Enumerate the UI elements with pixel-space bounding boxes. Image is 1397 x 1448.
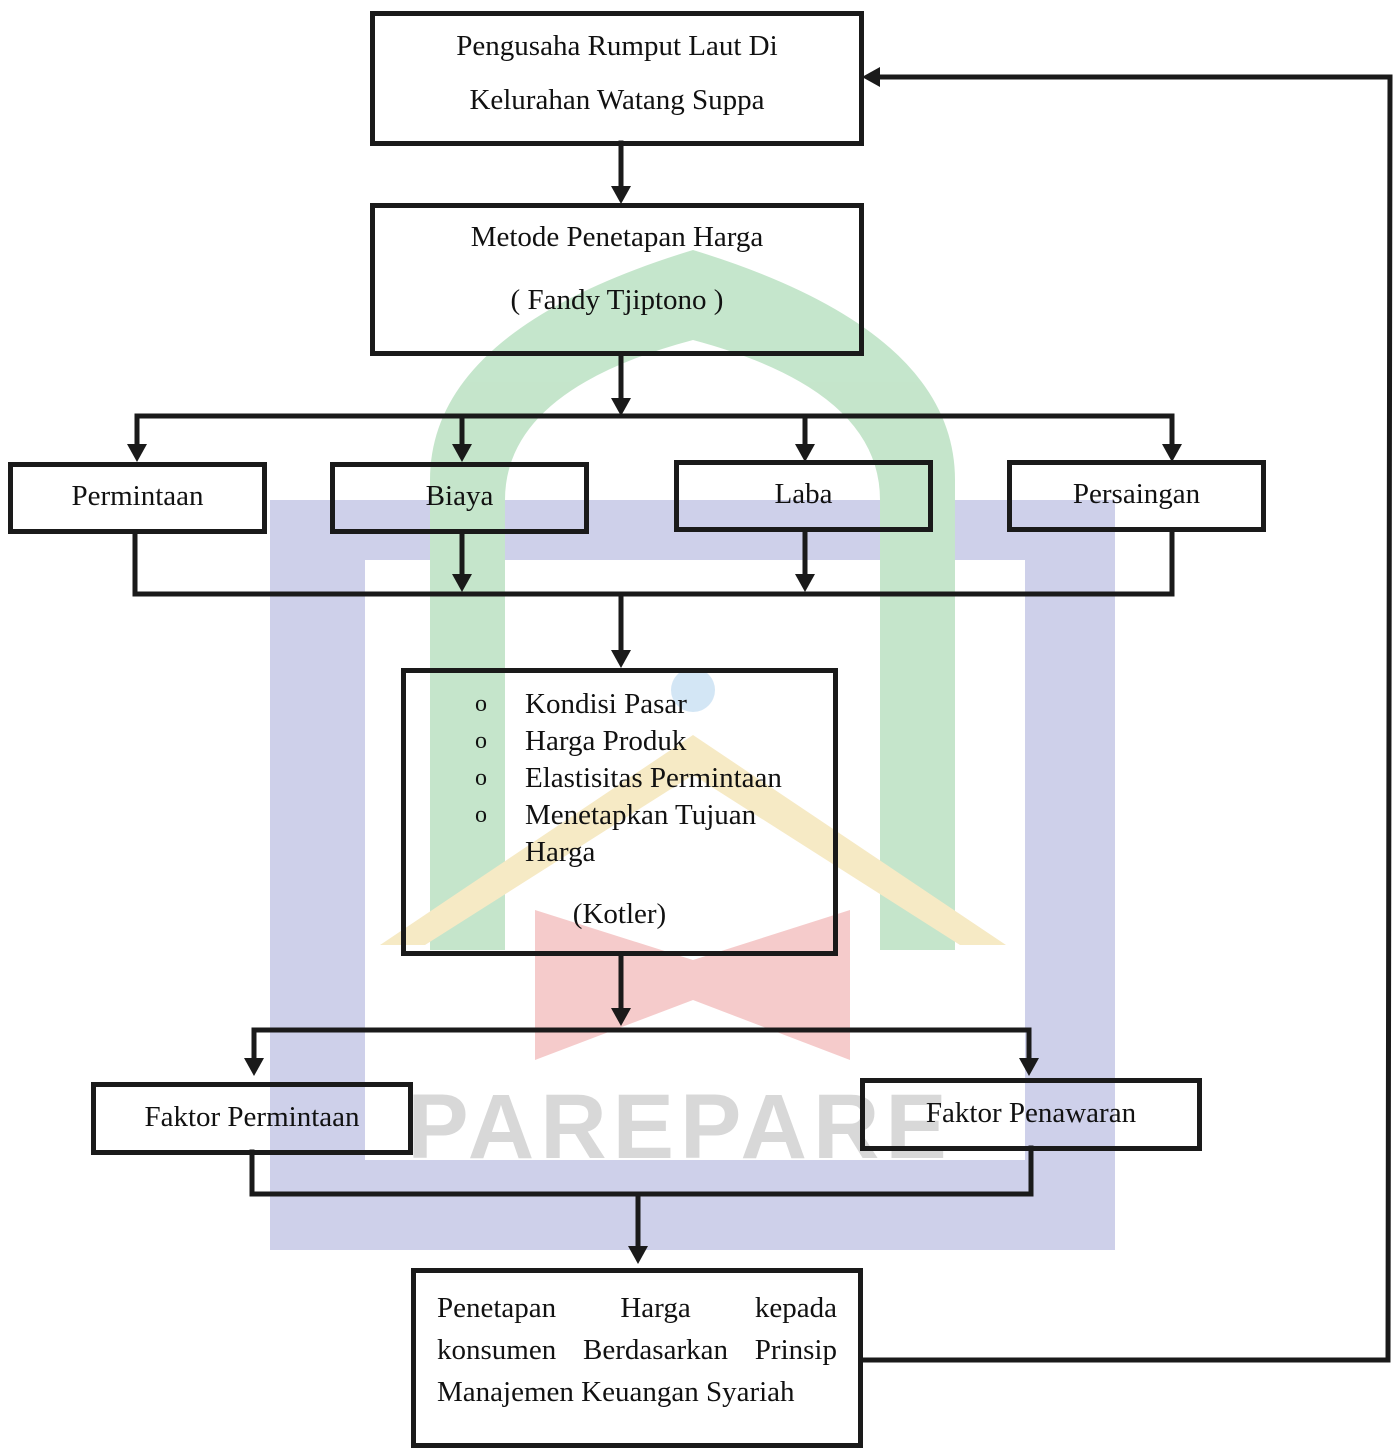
connector-merge-bus [132, 529, 1175, 597]
node-final-text: Penetapan Harga kepada konsumen Berdasar… [437, 1287, 837, 1413]
arrowhead-to-bus [611, 398, 631, 416]
node-pengusaha-line1: Pengusaha Rumput Laut Di [456, 30, 778, 62]
arrowhead-to-factor-bus [611, 1008, 631, 1026]
kotler-bullet-item: o Harga Produk [475, 723, 782, 760]
watermark-red-book [535, 910, 850, 1060]
kotler-bullet-item: o Kondisi Pasar [475, 686, 782, 723]
node-faktor-permintaan-label: Faktor Permintaan [144, 1101, 360, 1133]
bullet-circle-icon: o [475, 765, 487, 791]
arrowhead-to-biaya [452, 444, 472, 462]
connector-feedback-loop [859, 74, 1393, 1363]
node-permintaan [8, 462, 267, 534]
node-biaya [330, 462, 589, 534]
node-biaya-label: Biaya [425, 480, 494, 512]
node-pengusaha-line2: Kelurahan Watang Suppa [469, 84, 765, 116]
arrowhead-to-faktor-permintaan [244, 1058, 264, 1076]
connector-branch-bus [134, 413, 1175, 448]
arrowheads [127, 67, 1182, 1264]
kotler-item-text: Elastisitas Permintaan [525, 762, 782, 794]
bullet-circle-icon: o [475, 802, 487, 828]
bullet-circle-icon: o [475, 728, 487, 754]
connectors [132, 74, 1393, 1363]
node-persaingan [1007, 460, 1266, 532]
watermark-text: PAREPARE [407, 1076, 953, 1178]
arrowhead-biaya-merge [452, 574, 472, 592]
arrowhead-feedback [862, 67, 880, 87]
kotler-item-text: Harga [525, 836, 596, 868]
connector-factor-bus [251, 1027, 1032, 1063]
node-metode-line2: ( Fandy Tjiptono ) [510, 284, 724, 316]
node-faktor-permintaan [91, 1082, 413, 1155]
node-kotler [401, 668, 838, 956]
kotler-item-text: Harga Produk [525, 725, 687, 757]
arrowhead-laba-merge [795, 574, 815, 592]
arrowhead-to-faktor-penawaran [1019, 1058, 1039, 1076]
watermark-blue-dot [671, 668, 715, 712]
watermark-yellow-chevron [380, 735, 1006, 945]
kotler-bullet-item: o Elastisitas Permintaan [475, 760, 782, 797]
arrowhead-to-persaingan [1162, 444, 1182, 462]
node-final-line2: konsumen Berdasarkan Prinsip [437, 1334, 837, 1366]
node-permintaan-label: Permintaan [71, 480, 204, 512]
node-final-line3: Manajemen Keuangan Syariah [437, 1376, 795, 1408]
node-laba [674, 460, 933, 532]
kotler-bullet-continuation: Harga [475, 834, 782, 871]
kotler-item-text: Kondisi Pasar [525, 688, 687, 720]
watermark-logo: PAREPARE [270, 250, 1115, 1250]
node-persaingan-label: Persaingan [1072, 478, 1201, 510]
node-metode [370, 203, 864, 356]
node-faktor-penawaran-label: Faktor Penawaran [925, 1097, 1137, 1129]
node-final-line1: Penetapan Harga kepada [437, 1292, 837, 1324]
arrowhead-to-permintaan [127, 444, 147, 462]
arrowhead-to-method [611, 186, 631, 204]
node-faktor-penawaran [860, 1078, 1202, 1151]
arrowhead-to-final [628, 1246, 648, 1264]
node-pengusaha [370, 11, 864, 146]
arrowhead-to-laba [795, 444, 815, 462]
kotler-source: (Kotler) [572, 898, 667, 930]
kotler-item-text: Menetapkan Tujuan [525, 799, 757, 831]
node-laba-label: Laba [774, 478, 833, 510]
kotler-bullet-item: o Menetapkan Tujuan [475, 797, 782, 834]
node-metode-line1: Metode Penetapan Harga [470, 221, 764, 253]
bullet-circle-icon: o [475, 691, 487, 717]
arrowhead-to-kotler [611, 650, 631, 668]
connector-factor-merge [249, 1145, 1034, 1197]
